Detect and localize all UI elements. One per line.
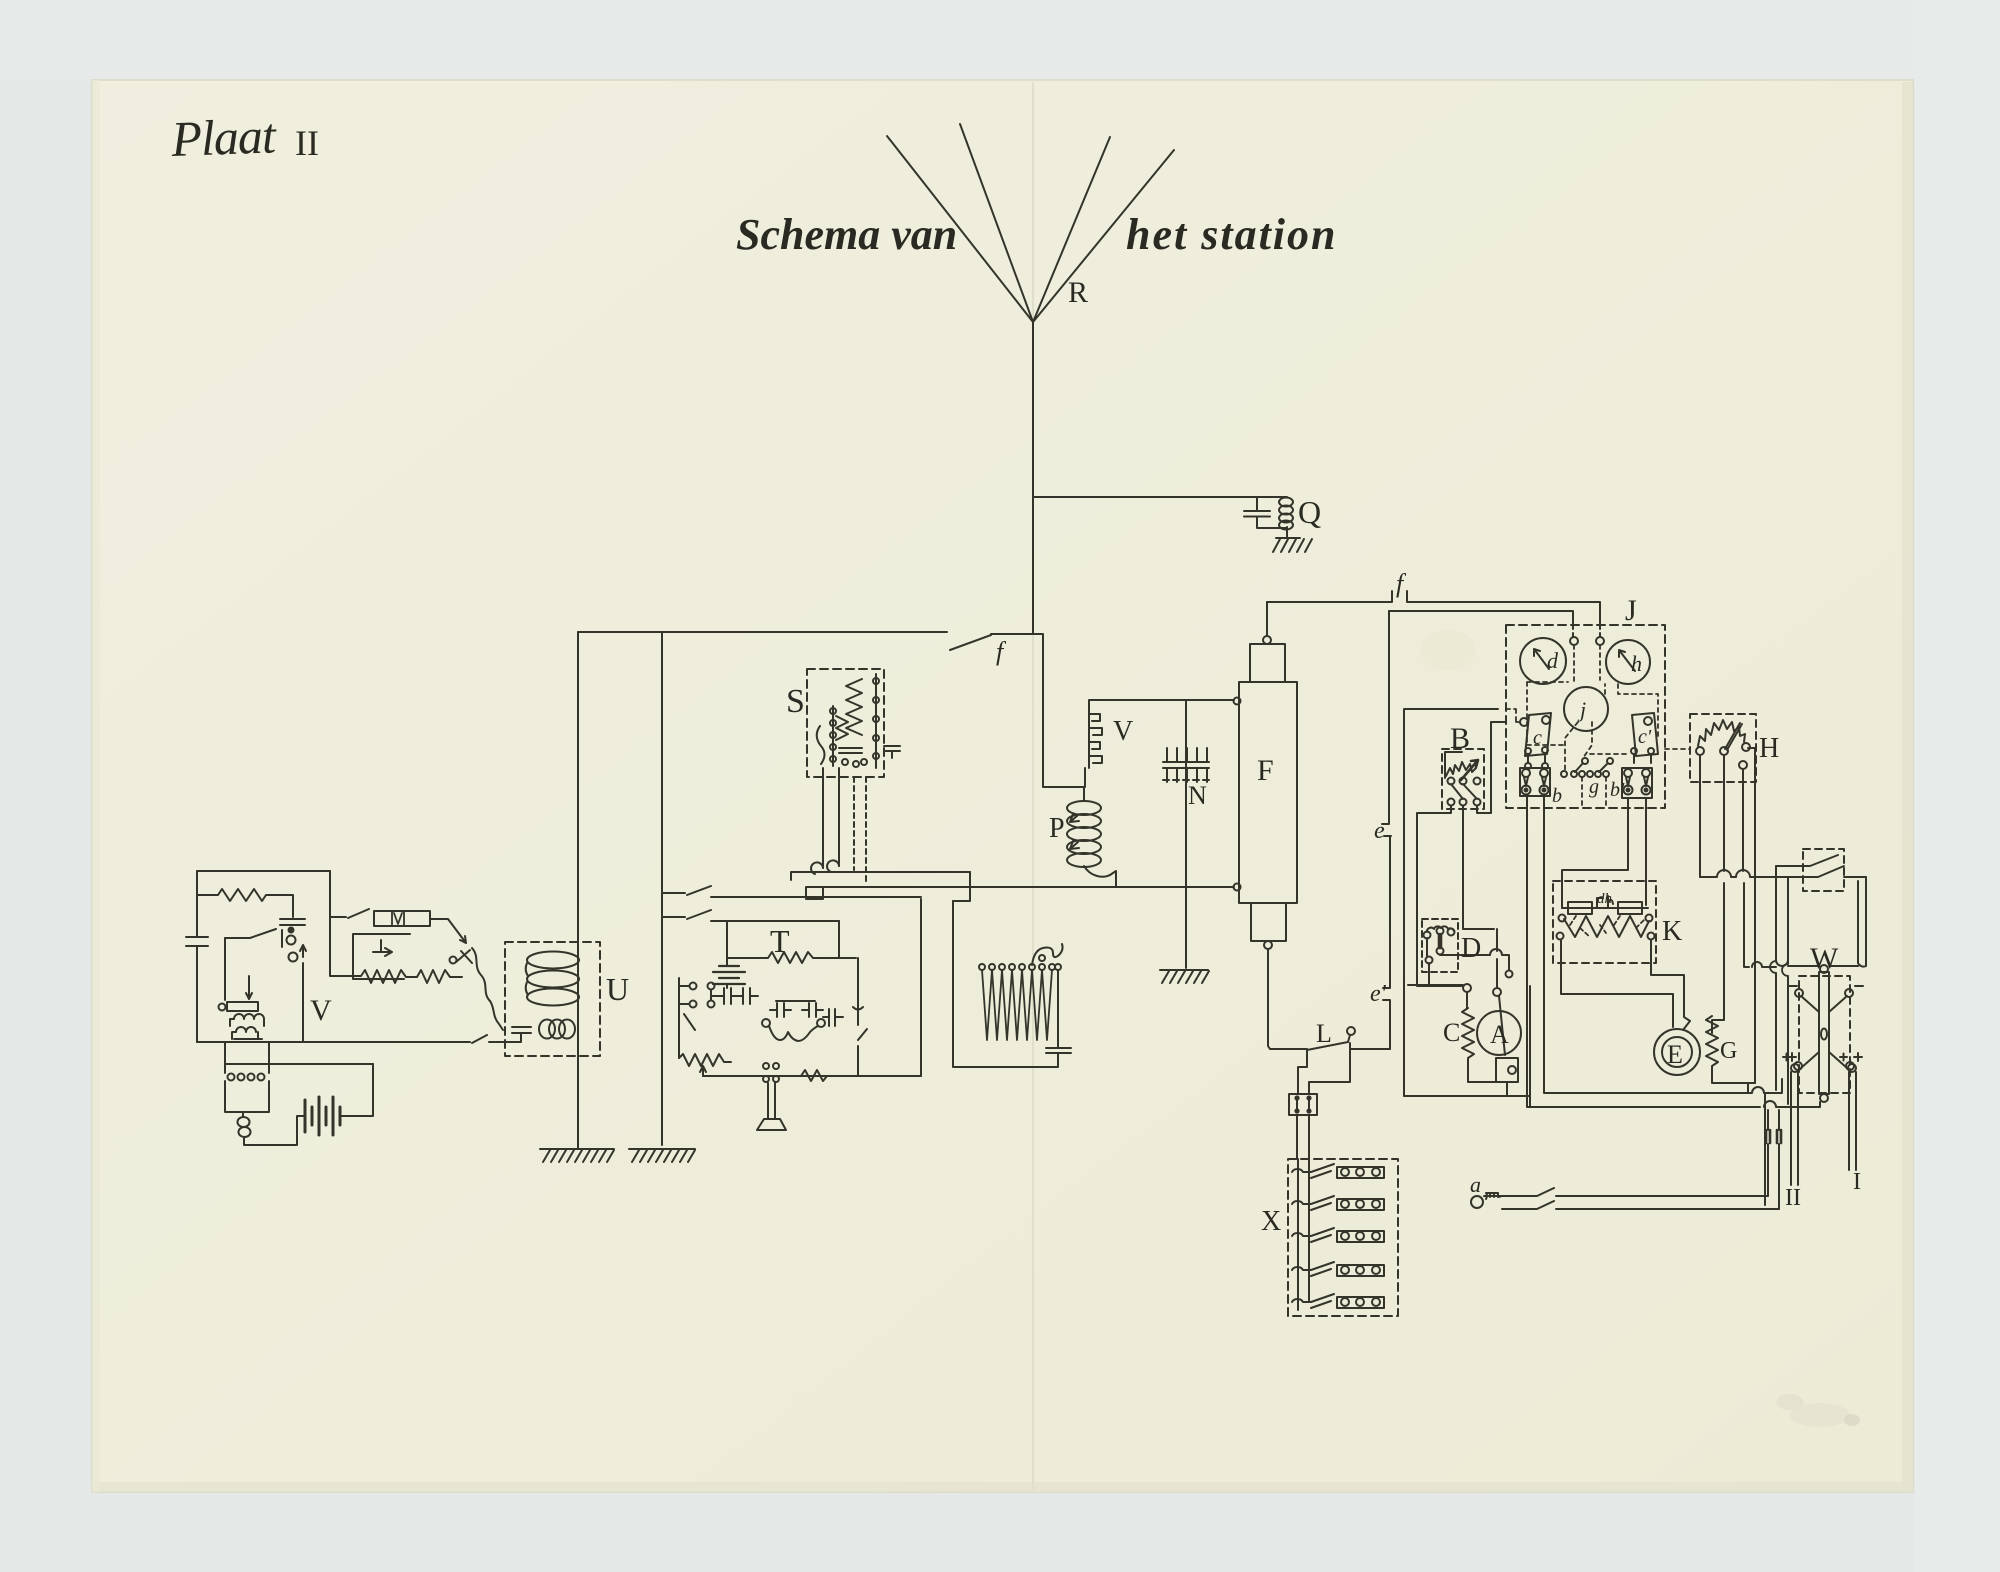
svg-text:X: X <box>1261 1206 1281 1237</box>
svg-text:c: c <box>1533 727 1542 749</box>
svg-text:d: d <box>1547 648 1559 673</box>
svg-text:T: T <box>770 923 790 959</box>
svg-text:N: N <box>1188 781 1207 810</box>
svg-text:g: g <box>1589 776 1599 798</box>
svg-text:V: V <box>1113 716 1133 747</box>
svg-text:H: H <box>1759 733 1779 764</box>
svg-text:K: K <box>1662 916 1682 947</box>
svg-text:j: j <box>1577 697 1586 722</box>
svg-text:Q: Q <box>1298 494 1321 530</box>
svg-text:h: h <box>1631 651 1642 676</box>
svg-text:b': b' <box>1610 779 1625 801</box>
svg-text:II: II <box>295 123 319 163</box>
svg-text:b: b <box>1552 785 1562 807</box>
svg-text:W: W <box>1810 942 1839 975</box>
svg-text:R: R <box>1068 276 1088 309</box>
svg-text:I: I <box>1853 1169 1861 1195</box>
svg-text:A: A <box>1490 1020 1509 1049</box>
svg-text:e': e' <box>1370 981 1387 1007</box>
svg-text:V: V <box>310 994 332 1027</box>
svg-text:f: f <box>996 637 1007 666</box>
svg-text:a: a <box>1470 1172 1481 1197</box>
svg-text:B: B <box>1450 722 1470 755</box>
svg-text:D: D <box>1461 933 1481 964</box>
svg-text:E: E <box>1667 1040 1683 1069</box>
svg-text:Plaat: Plaat <box>169 107 277 167</box>
svg-text:Schema van: Schema van <box>736 210 957 259</box>
svg-text:II: II <box>1785 1185 1801 1211</box>
svg-text:P: P <box>1049 813 1065 844</box>
svg-text:S: S <box>786 683 805 720</box>
svg-text:G: G <box>1720 1038 1737 1064</box>
svg-text:C: C <box>1443 1018 1460 1047</box>
svg-text:J: J <box>1625 594 1637 627</box>
svg-text:U: U <box>606 971 629 1007</box>
svg-text:het station: het station <box>1126 210 1338 259</box>
svg-text:F: F <box>1257 754 1274 787</box>
svg-text:c': c' <box>1638 726 1652 748</box>
svg-text:e: e <box>1374 818 1385 844</box>
svg-text:f: f <box>1396 569 1407 598</box>
svg-text:dh: dh <box>1597 891 1612 907</box>
svg-text:L: L <box>1316 1019 1332 1048</box>
